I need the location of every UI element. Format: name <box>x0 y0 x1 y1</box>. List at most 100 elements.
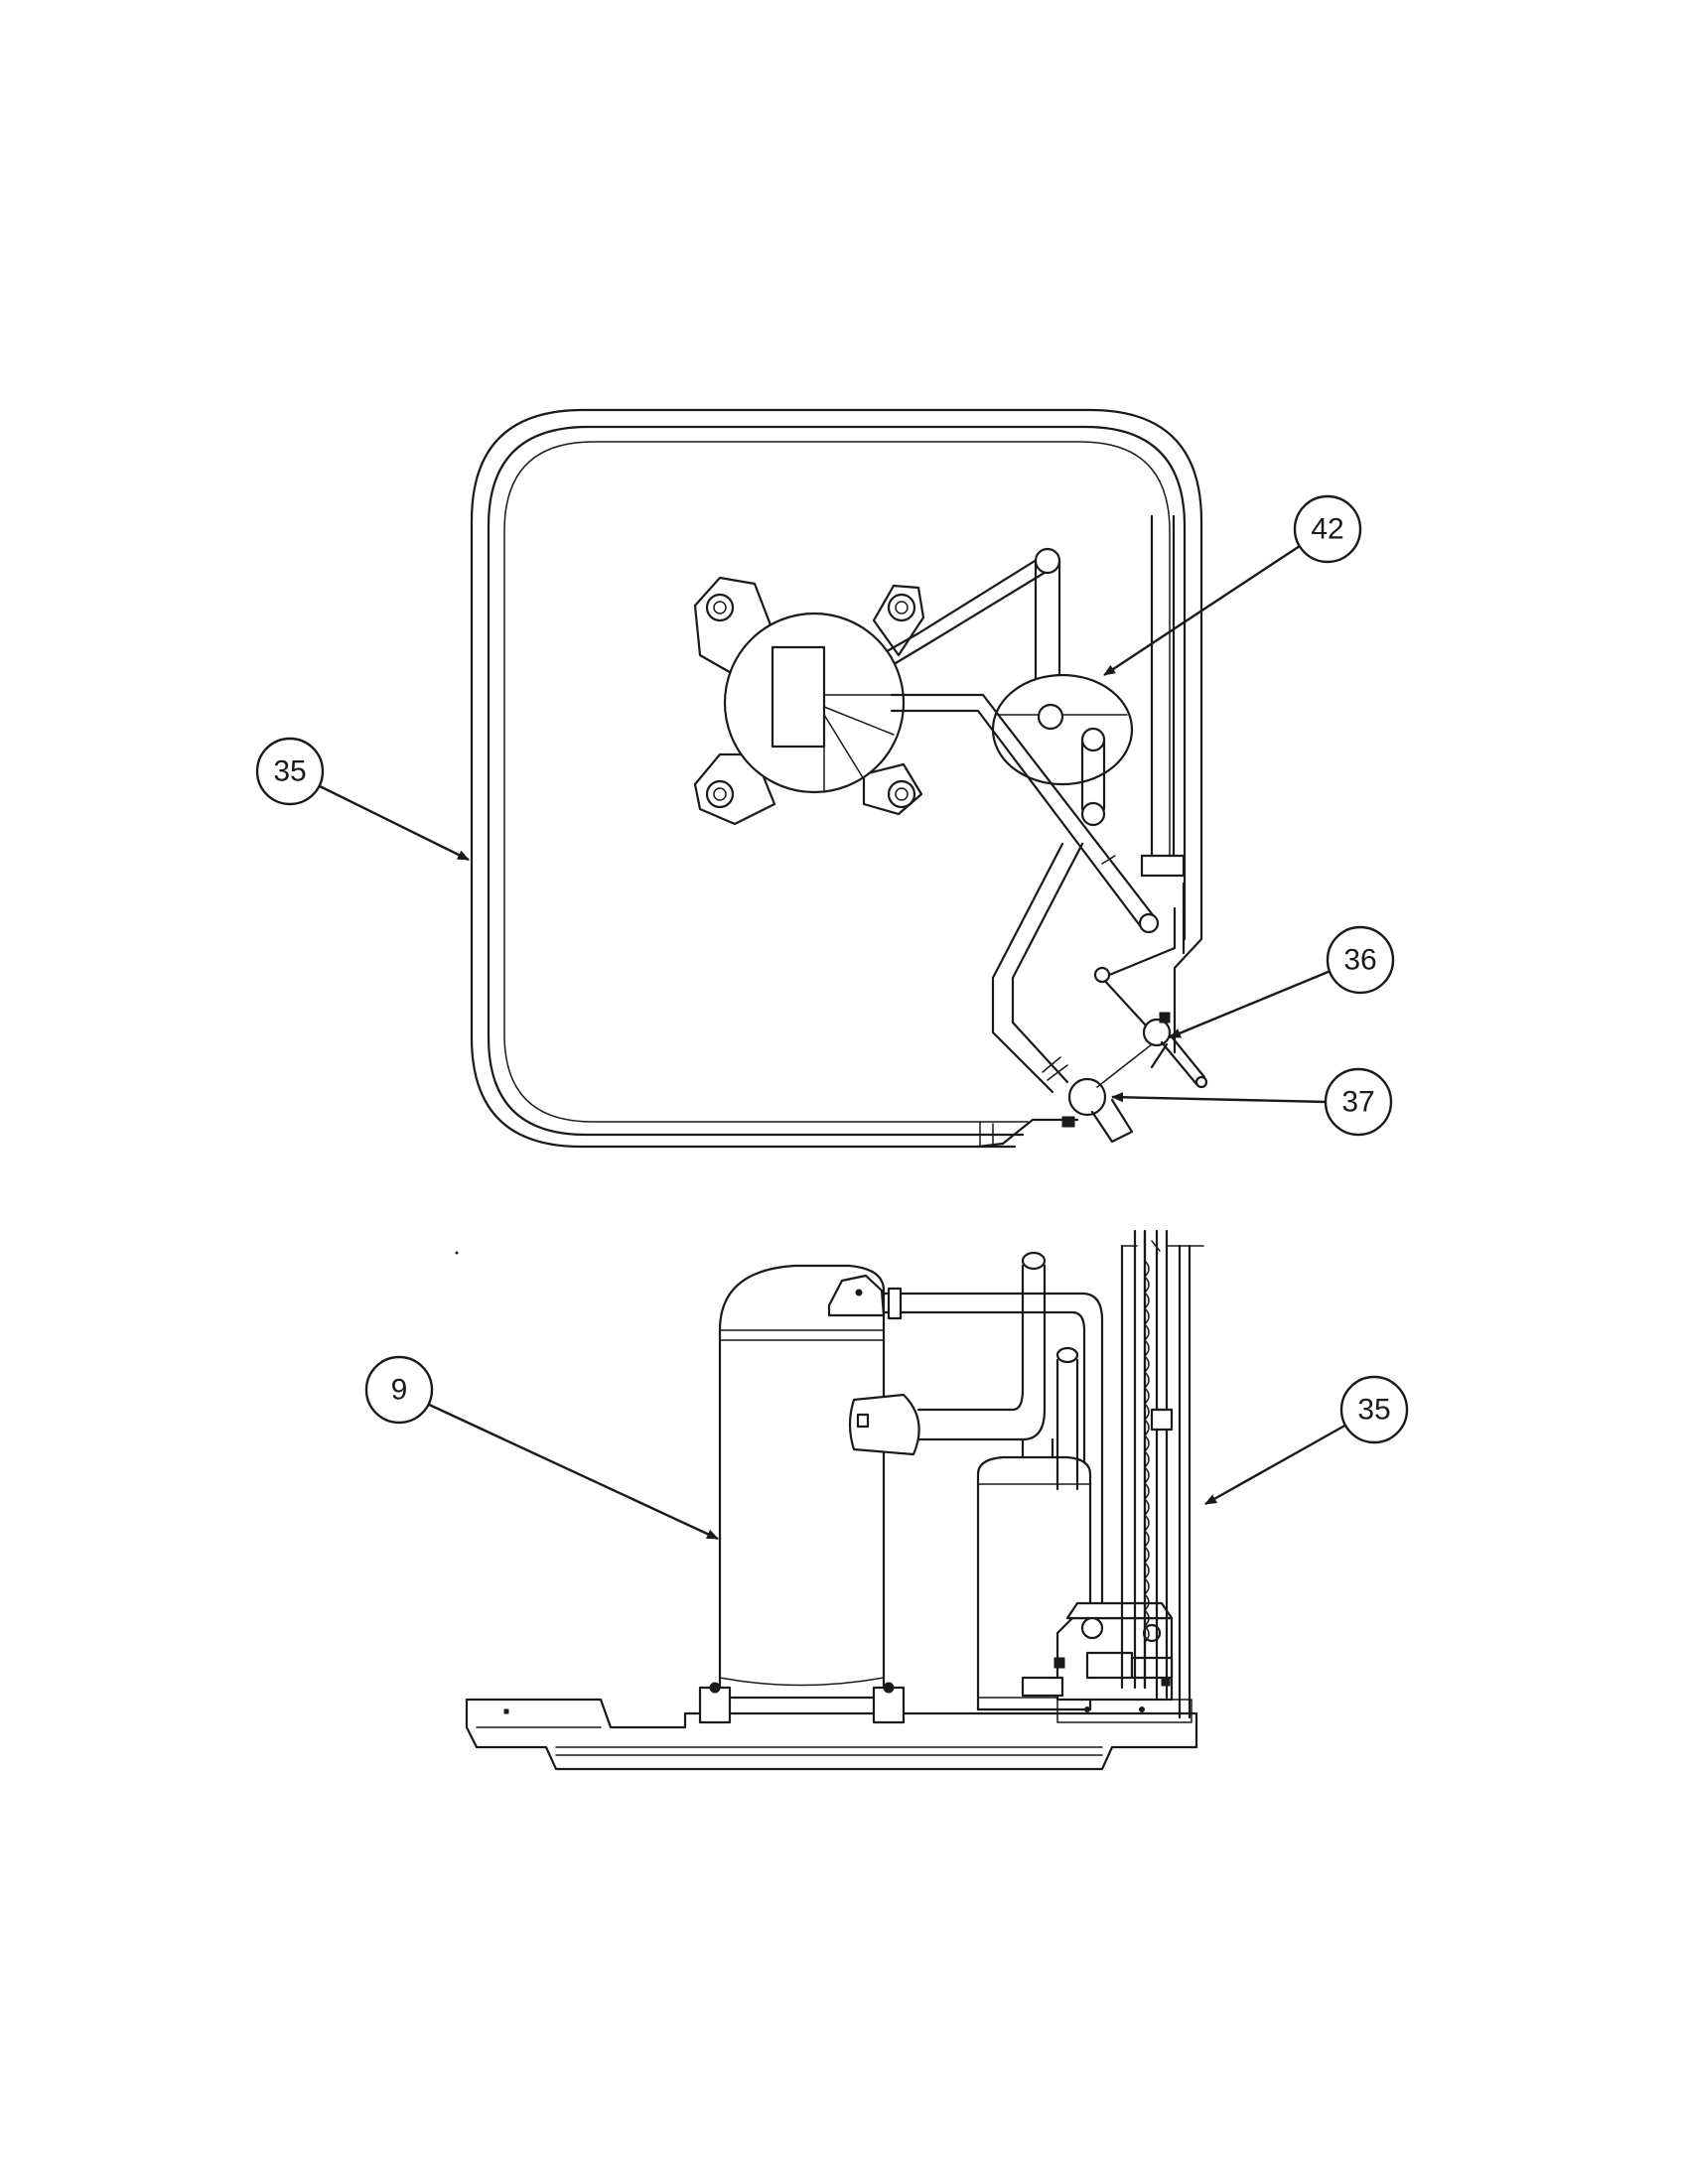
valve-connection <box>1096 1043 1153 1088</box>
coil-frame-inner-2 <box>503 441 1171 1123</box>
coil-tube-inner <box>1155 1229 1169 1700</box>
coil-frame-notch <box>976 1118 1079 1149</box>
pipe-end <box>1093 966 1111 984</box>
coil-fins <box>1144 1260 1150 1643</box>
callout-circle <box>255 737 325 806</box>
accumulator-top <box>991 673 1134 827</box>
coil-side <box>1120 1229 1204 1719</box>
pipe-end <box>1037 703 1064 731</box>
valve-body <box>1142 1018 1172 1047</box>
callout-circle <box>1326 925 1395 995</box>
compressor-top <box>693 576 927 826</box>
bolt-icon <box>887 593 916 622</box>
suction-line-37-joint <box>1042 1056 1068 1081</box>
suction-pipe-top <box>916 556 1050 647</box>
pipe-bracket <box>1140 854 1186 878</box>
pipe-end <box>1138 912 1160 934</box>
valve-nut <box>1159 1012 1171 1024</box>
suction-stub <box>887 631 927 665</box>
valve-cap <box>1194 1075 1208 1089</box>
valve-body <box>1067 1077 1107 1117</box>
service-valve-37 <box>1061 1077 1134 1144</box>
coil-bracket <box>1150 1408 1174 1432</box>
pipe-end <box>1055 1346 1079 1364</box>
compressor-segments <box>823 694 900 793</box>
coil-tube-far <box>1178 1244 1192 1719</box>
callout-circle <box>1324 1067 1393 1137</box>
callout-number: 37 <box>1341 1086 1374 1119</box>
connector-pipe-36 <box>1100 882 1186 1039</box>
coil-frame-outer <box>470 408 1203 1149</box>
leader-line <box>315 782 470 862</box>
right-vertical-pipe <box>1150 514 1176 866</box>
bolt-icon <box>895 601 909 614</box>
accumulator-ellipse <box>991 673 1134 786</box>
callout-number: 9 <box>391 1374 408 1407</box>
valve-stem-block <box>1130 1656 1174 1680</box>
bolt-icon <box>713 787 727 801</box>
callout-circle <box>364 1355 434 1425</box>
base-pan-line <box>476 1726 1103 1756</box>
coil-frame-inner <box>487 425 1187 1137</box>
fitting-dot <box>855 1289 863 1297</box>
coil-fin-pattern <box>1144 1260 1150 1643</box>
discharge-pipe-side <box>882 1292 1104 1640</box>
bolt-icon <box>705 779 735 809</box>
valve-stem <box>1090 1098 1134 1144</box>
accumulator-neck <box>1021 1437 1054 1459</box>
base-mark <box>503 1708 509 1714</box>
valve-stem-block <box>1085 1651 1134 1680</box>
valve-stem <box>1160 1032 1206 1086</box>
coil-header <box>1120 1229 1147 1690</box>
coil-break <box>1151 1240 1161 1252</box>
compressor-shell <box>718 1264 886 1700</box>
bolt-icon <box>887 779 916 809</box>
pipe-end <box>1034 547 1061 575</box>
accumulator-pipe-2 <box>1080 738 1106 811</box>
compressor-foot-left <box>698 1686 732 1724</box>
compressor-dome-line <box>719 1329 885 1341</box>
coil-frame-end <box>979 1121 994 1148</box>
callouts: 35 42 36 37 9 35 <box>255 494 1409 1541</box>
bolt-icon <box>705 593 735 622</box>
suction-line-side <box>916 1264 1047 1441</box>
stray-dot <box>455 1251 459 1255</box>
service-valve-36 <box>1142 1012 1208 1089</box>
bolt-icon <box>895 787 909 801</box>
manifold-base <box>1056 1699 1193 1723</box>
callout-number: 42 <box>1311 513 1343 546</box>
valve-nut <box>1061 1116 1075 1128</box>
compressor-side <box>698 1264 920 1724</box>
discharge-fitting <box>827 1274 886 1317</box>
callout-number: 35 <box>1357 1394 1390 1427</box>
leader-line <box>424 1401 719 1541</box>
discharge-pipe <box>912 693 1159 930</box>
service-port-left <box>1021 1676 1064 1698</box>
side-view <box>465 1229 1204 1771</box>
mount-bolt <box>1139 1706 1145 1712</box>
discharge-stub <box>890 693 915 713</box>
callout-circle <box>1293 494 1362 564</box>
pipe-end <box>1080 727 1106 752</box>
leader-line <box>1204 1422 1349 1506</box>
pipe-end <box>1021 1251 1047 1271</box>
discharge-joint <box>1101 855 1116 865</box>
gauge-port <box>1080 1616 1104 1640</box>
leader-line <box>1103 542 1304 677</box>
bolt-icon <box>709 1682 721 1694</box>
accumulator-riser <box>1055 1358 1079 1491</box>
leader-line <box>1111 1092 1328 1104</box>
callout-number: 35 <box>273 755 306 788</box>
suction-line-37 <box>991 842 1084 1094</box>
callout-circle <box>1339 1375 1409 1444</box>
callout-number: 36 <box>1343 944 1376 977</box>
mount-bolt <box>1084 1706 1090 1712</box>
terminal-box <box>771 645 826 749</box>
compressor-bottom-line <box>719 1677 885 1687</box>
pipe-coupling <box>887 1287 903 1320</box>
bolt-icon <box>713 601 727 614</box>
pipe-end <box>1080 801 1106 827</box>
base-pan <box>465 1698 1198 1771</box>
top-view <box>470 408 1208 1149</box>
